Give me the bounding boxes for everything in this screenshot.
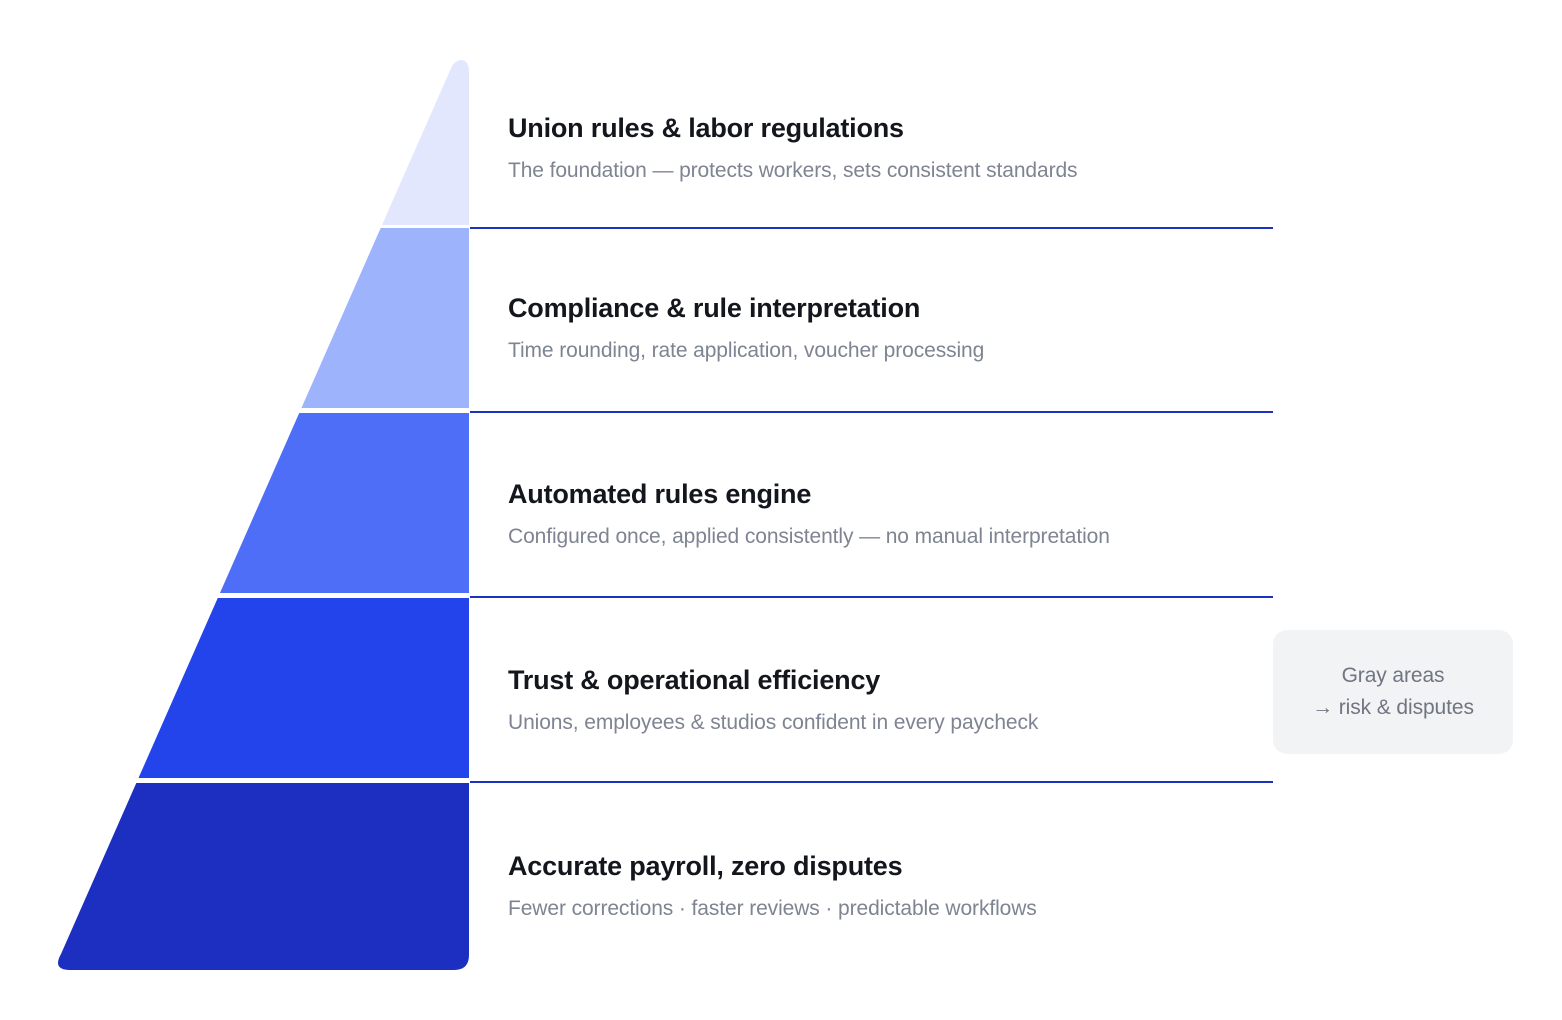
pyramid-level-1: Union rules & labor regulations The foun… — [470, 78, 1562, 218]
level-2-subtitle: Time rounding, rate application, voucher… — [508, 338, 985, 362]
pyramid-level-5: Accurate payroll, zero disputes Fewer co… — [470, 816, 1562, 956]
pyramid-level-2: Compliance & rule interpretation Time ro… — [470, 258, 1562, 398]
level-4-subtitle: Unions, employees & studios confident in… — [508, 710, 1039, 734]
gray-areas-badge-line-2: → risk & disputes — [1312, 696, 1474, 719]
level-2-title: Compliance & rule interpretation — [508, 292, 921, 323]
pyramid-level-4: Trust & operational efficiency Unions, e… — [470, 630, 1562, 770]
level-1-subtitle: The foundation — protects workers, sets … — [508, 158, 1078, 182]
gray-areas-badge: Gray areas → risk & disputes — [1273, 630, 1513, 754]
divider-4 — [470, 781, 1273, 783]
level-3-subtitle: Configured once, applied consistently — … — [508, 524, 1110, 548]
level-5-title: Accurate payroll, zero disputes — [508, 850, 903, 881]
divider-2 — [470, 411, 1273, 413]
divider-3 — [470, 596, 1273, 598]
divider-1 — [470, 227, 1273, 229]
level-4-title: Trust & operational efficiency — [508, 664, 881, 695]
level-1-title: Union rules & labor regulations — [508, 112, 904, 143]
pyramid-level-3: Automated rules engine Configured once, … — [470, 444, 1562, 584]
level-5-subtitle: Fewer corrections · faster reviews · pre… — [508, 896, 1037, 920]
gray-areas-badge-line-1: Gray areas — [1341, 663, 1445, 687]
level-3-title: Automated rules engine — [508, 478, 812, 509]
